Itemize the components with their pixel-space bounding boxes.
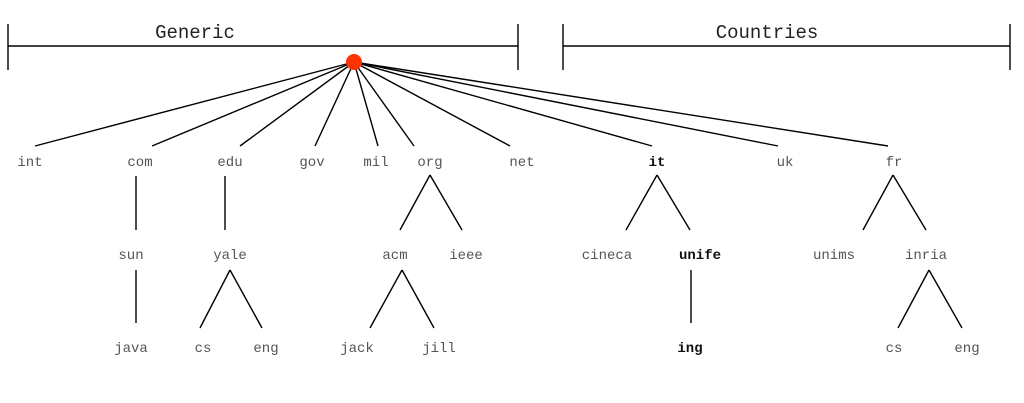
node-jack: jack bbox=[340, 341, 374, 357]
third-level-labels: java cs eng jack jill ing cs eng bbox=[114, 341, 979, 357]
node-jill: jill bbox=[422, 341, 456, 357]
level2-edges bbox=[135, 174, 927, 231]
countries-bracket bbox=[562, 24, 1011, 70]
edge-yale-eng bbox=[229, 269, 263, 329]
node-inria: inria bbox=[905, 248, 947, 264]
level3-edges bbox=[135, 269, 963, 329]
node-fr: fr bbox=[886, 155, 903, 171]
edge-org-ieee bbox=[429, 174, 463, 231]
node-yale-eng: eng bbox=[253, 341, 278, 357]
node-net: net bbox=[509, 155, 534, 171]
edge-root-org bbox=[353, 61, 415, 147]
second-level-labels: sun yale acm ieee cineca unife unims inr… bbox=[118, 248, 947, 264]
edge-root-com bbox=[151, 61, 355, 147]
node-edu: edu bbox=[217, 155, 242, 171]
node-unife: unife bbox=[679, 248, 721, 264]
edge-acm-jill bbox=[401, 269, 435, 329]
edge-it-cineca bbox=[625, 174, 658, 231]
root-edges bbox=[34, 61, 889, 147]
edge-inria-eng bbox=[928, 269, 963, 329]
node-uk: uk bbox=[777, 155, 794, 171]
node-inria-cs: cs bbox=[886, 341, 903, 357]
node-ing: ing bbox=[677, 341, 702, 357]
edge-root-uk bbox=[353, 61, 779, 147]
edge-it-unife bbox=[656, 174, 691, 231]
node-yale: yale bbox=[213, 248, 247, 264]
root-node-dot bbox=[346, 54, 362, 70]
edge-fr-inria bbox=[892, 174, 927, 231]
node-it: it bbox=[649, 155, 666, 171]
node-org: org bbox=[417, 155, 442, 171]
node-unims: unims bbox=[813, 248, 855, 264]
generic-header: Generic bbox=[155, 22, 235, 44]
node-gov: gov bbox=[299, 155, 324, 171]
edge-root-edu bbox=[239, 61, 355, 147]
node-inria-eng: eng bbox=[954, 341, 979, 357]
node-ieee: ieee bbox=[449, 248, 483, 264]
generic-bracket bbox=[7, 24, 519, 70]
countries-label-backing bbox=[700, 20, 834, 44]
edge-root-int bbox=[34, 61, 355, 147]
edge-root-net bbox=[353, 61, 511, 147]
edge-root-mil bbox=[353, 61, 379, 147]
edge-acm-jack bbox=[369, 269, 403, 329]
edge-fr-unims bbox=[862, 174, 894, 231]
node-com: com bbox=[127, 155, 152, 171]
edge-org-acm bbox=[399, 174, 431, 231]
tld-labels: int com edu gov mil org net it uk fr bbox=[17, 155, 902, 171]
edge-root-gov bbox=[314, 61, 355, 147]
edge-root-fr bbox=[353, 61, 889, 147]
generic-label-backing bbox=[142, 20, 248, 44]
node-yale-cs: cs bbox=[195, 341, 212, 357]
countries-header: Countries bbox=[716, 22, 819, 44]
node-int: int bbox=[17, 155, 42, 171]
node-cineca: cineca bbox=[582, 248, 632, 264]
node-java: java bbox=[114, 341, 148, 357]
node-acm: acm bbox=[382, 248, 407, 264]
node-mil: mil bbox=[363, 155, 388, 171]
edge-root-it bbox=[353, 61, 653, 147]
edge-yale-cs bbox=[199, 269, 231, 329]
edge-inria-cs bbox=[897, 269, 930, 329]
node-sun: sun bbox=[118, 248, 143, 264]
